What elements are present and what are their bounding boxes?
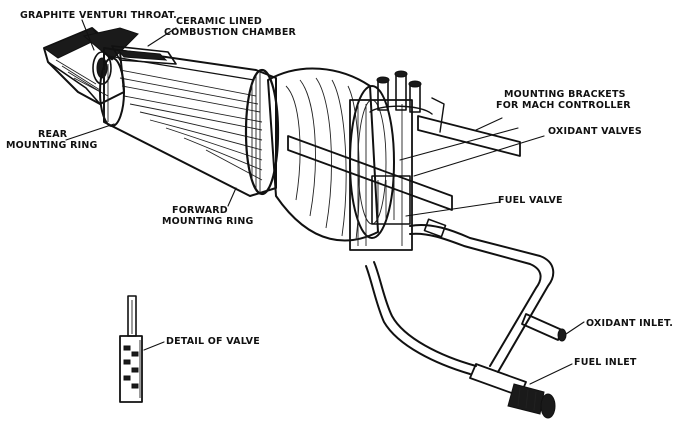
mounting-brackets [287,97,521,211]
label-oxidant-valves: OXIDANT VALVES [548,126,642,137]
callout-labels: GRAPHITE VENTURI THROAT. CERAMIC LINED C… [6,10,673,368]
feed-lines [365,218,567,419]
label-mounting-brackets-2: FOR MACH CONTROLLER [496,100,631,111]
label-detail-of-valve: DETAIL OF VALVE [166,336,260,347]
label-fuel-valve: FUEL VALVE [498,195,563,206]
label-rear-mounting-ring-2: MOUNTING RING [6,140,97,151]
engine-assembly [42,27,567,419]
label-mounting-brackets-1: MOUNTING BRACKETS [504,89,626,100]
valve-detail [119,295,143,403]
label-forward-mounting-ring-1: FORWARD [172,205,228,216]
label-rear-mounting-ring-1: REAR [38,129,68,140]
label-forward-mounting-ring-2: MOUNTING RING [162,216,253,227]
leader-lines [65,19,585,385]
label-graphite-venturi-throat: GRAPHITE VENTURI THROAT. [20,10,177,21]
rear-mounting-ring [99,57,125,127]
label-ceramic-lined-1: CERAMIC LINED [176,16,262,27]
label-ceramic-lined-2: COMBUSTION CHAMBER [164,27,297,38]
valve-head [349,70,433,251]
label-oxidant-inlet: OXIDANT INLET. [586,318,673,329]
forward-mounting-ring [244,68,280,196]
label-fuel-inlet: FUEL INLET [574,357,637,368]
forward-section [267,67,395,242]
